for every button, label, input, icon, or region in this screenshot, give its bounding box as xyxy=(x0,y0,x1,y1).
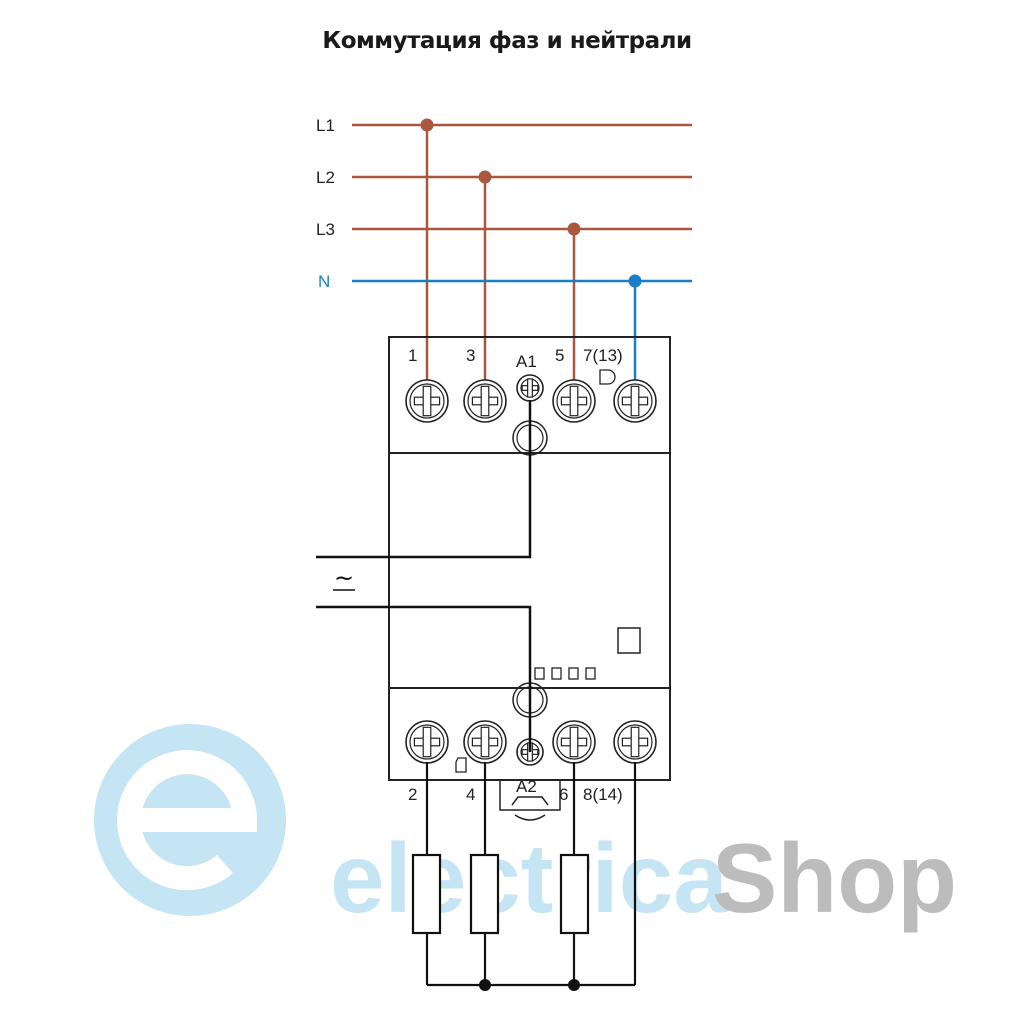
watermark-text-electrica: electrica xyxy=(330,823,729,933)
terminal-screw-icon xyxy=(463,379,507,423)
junction-dot xyxy=(628,274,642,288)
terminal-label-3: 3 xyxy=(466,346,475,365)
din-clip xyxy=(499,780,561,821)
terminal-label-1: 1 xyxy=(408,346,417,365)
line-label-l2: L2 xyxy=(316,168,335,187)
watermark: electrica Shop xyxy=(94,724,957,933)
terminal-label-a2: A2 xyxy=(516,777,537,796)
terminals xyxy=(405,374,657,766)
terminal-screw-icon xyxy=(552,379,596,423)
terminal-screw-icon xyxy=(405,720,449,764)
bus-lines: L1 L2 L3 N xyxy=(316,116,692,380)
terminal-screw-icon xyxy=(613,720,657,764)
terminal-label-2: 2 xyxy=(408,785,417,804)
terminal-screw-icon xyxy=(463,720,507,764)
terminal-label-a1: A1 xyxy=(516,352,537,371)
junction-dot xyxy=(420,118,434,132)
supply-symbol: ~ xyxy=(334,564,354,592)
terminal-screw-icon xyxy=(552,720,596,764)
terminal-label-8-14: 8(14) xyxy=(583,785,623,804)
indicator-window xyxy=(617,627,641,654)
terminal-label-4: 4 xyxy=(466,785,475,804)
junction-dot xyxy=(567,222,581,236)
load-resistor-2 xyxy=(469,853,500,935)
terminal-label-5: 5 xyxy=(555,346,564,365)
junction-dot xyxy=(479,979,491,991)
load-resistor-3 xyxy=(559,853,590,935)
terminal-labels: 1 3 A1 5 7(13) 2 4 A2 6 8(14) xyxy=(408,346,623,804)
terminal-label-6: 6 xyxy=(559,785,568,804)
watermark-text-shop: Shop xyxy=(712,823,957,933)
terminal-screw-icon xyxy=(613,379,657,423)
junction-dot xyxy=(568,979,580,991)
diagram-title: Коммутация фаз и нейтрали xyxy=(322,28,692,54)
coil-terminal-a1-icon xyxy=(516,374,544,402)
terminal-screw-icon xyxy=(405,379,449,423)
load-wiring xyxy=(411,762,637,987)
line-label-l3: L3 xyxy=(316,220,335,239)
coil-wiring xyxy=(316,400,532,752)
terminal-label-7-13: 7(13) xyxy=(583,346,623,365)
line-label-n: N xyxy=(318,272,330,291)
line-label-l1: L1 xyxy=(316,116,335,135)
junction-dot xyxy=(478,170,492,184)
load-resistor-1 xyxy=(411,853,442,935)
